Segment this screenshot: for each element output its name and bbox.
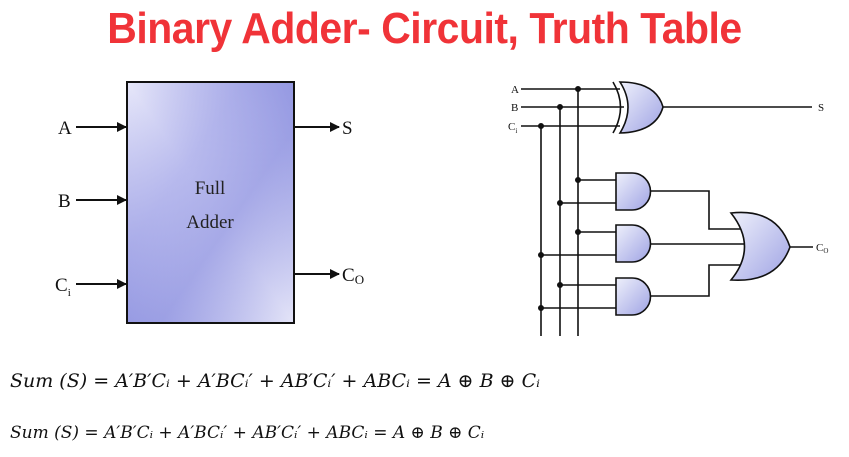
input-label-a: A <box>58 118 72 139</box>
wire-and3-out <box>650 264 742 297</box>
box-label-adder: Adder <box>186 212 234 233</box>
full-adder-circuit: A B Ci S <box>508 81 828 336</box>
or-gate <box>729 211 791 281</box>
wire-and1-out <box>650 190 742 230</box>
circuit-label-co: CO <box>816 242 828 255</box>
sum-equation-1: Sum (S) = A′B′Cᵢ + A′BCᵢ′ + AB′Cᵢ′ + ABC… <box>10 370 540 392</box>
page-title: Binary Adder- Circuit, Truth Table <box>107 4 742 53</box>
junction-dot <box>574 86 581 93</box>
and-gate-2 <box>615 224 652 263</box>
junction-dot <box>537 304 544 311</box>
full-adder-block: Full Adder A B Ci S CO <box>55 81 364 324</box>
output-label-s: S <box>342 118 353 139</box>
input-label-ci: Ci <box>55 275 71 299</box>
junction-dot <box>574 177 581 184</box>
box-label-full: Full <box>195 178 226 199</box>
xor-input-arc <box>612 81 622 134</box>
junction-dot <box>556 200 563 207</box>
and-gate-3 <box>615 277 652 316</box>
and-gate-1 <box>615 172 652 211</box>
junction-dot <box>537 123 544 130</box>
sum-equation-2: Sum (S) = A′B′Cᵢ + A′BCᵢ′ + AB′Cᵢ′ + ABC… <box>10 423 485 443</box>
junction-dot <box>537 252 544 259</box>
full-adder-shading <box>128 83 293 322</box>
circuit-label-b: B <box>511 102 518 114</box>
input-label-b: B <box>58 191 71 212</box>
circuit-label-s: S <box>818 102 824 114</box>
junction-dot <box>556 104 563 111</box>
junction-dot <box>556 281 563 288</box>
junction-dot <box>574 229 581 236</box>
circuit-label-a: A <box>511 84 519 96</box>
xor-gate <box>618 81 664 134</box>
output-label-co: CO <box>342 265 364 287</box>
circuit-label-ci: Ci <box>508 121 517 135</box>
